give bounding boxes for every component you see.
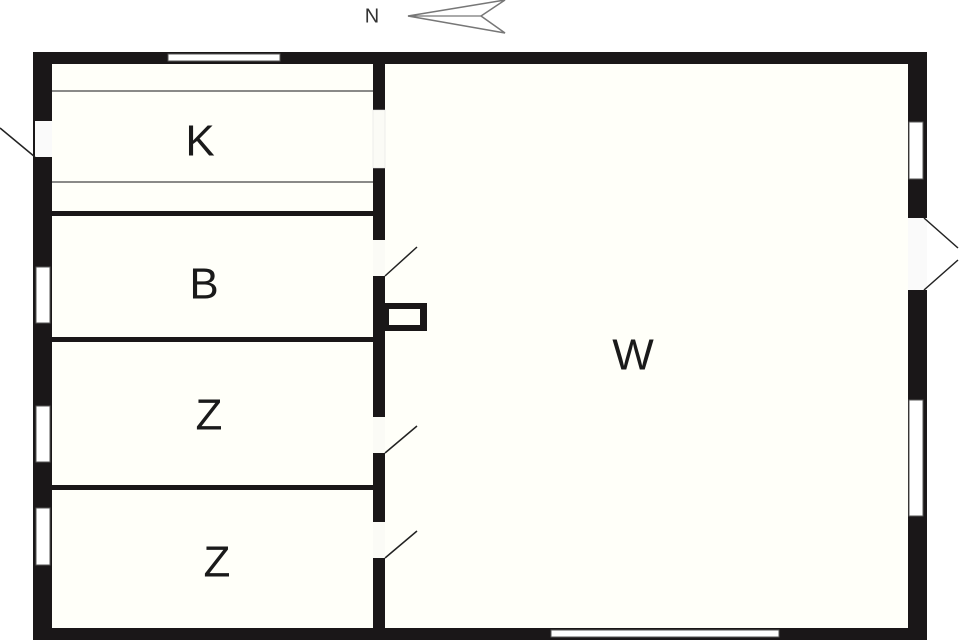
- window-right-1: [908, 121, 924, 180]
- door-balcony-upper-icon: [923, 217, 959, 249]
- door-room2-icon: [384, 530, 418, 559]
- door-swings: [0, 127, 959, 559]
- window-left-2: [35, 405, 51, 463]
- door-openings: [35, 109, 927, 558]
- shaft: [385, 303, 427, 331]
- floor: [52, 64, 908, 628]
- room-label-living-room: W: [612, 331, 654, 380]
- door-entrance-icon: [0, 127, 36, 158]
- compass: N: [365, 0, 506, 34]
- partitions: [52, 211, 373, 490]
- window-top: [167, 53, 281, 62]
- window-bottom: [550, 629, 780, 638]
- window-left-3: [35, 507, 51, 566]
- room-label-kitchen: K: [185, 117, 214, 166]
- door-bathroom-icon: [384, 246, 418, 277]
- room-label-bathroom: B: [189, 260, 218, 309]
- room-label-room-1: Z: [196, 391, 223, 440]
- door-balcony-lower-icon: [923, 259, 959, 291]
- door-room1-icon: [384, 425, 418, 454]
- compass-arrow-icon: [407, 0, 506, 34]
- windows: [35, 53, 924, 638]
- interior-wall: [373, 52, 385, 640]
- window-left-1: [35, 266, 51, 324]
- room-label-room-2: Z: [204, 538, 231, 587]
- compass-label: N: [365, 5, 379, 27]
- window-right-2: [908, 399, 924, 517]
- kitchen-counters: [52, 90, 373, 183]
